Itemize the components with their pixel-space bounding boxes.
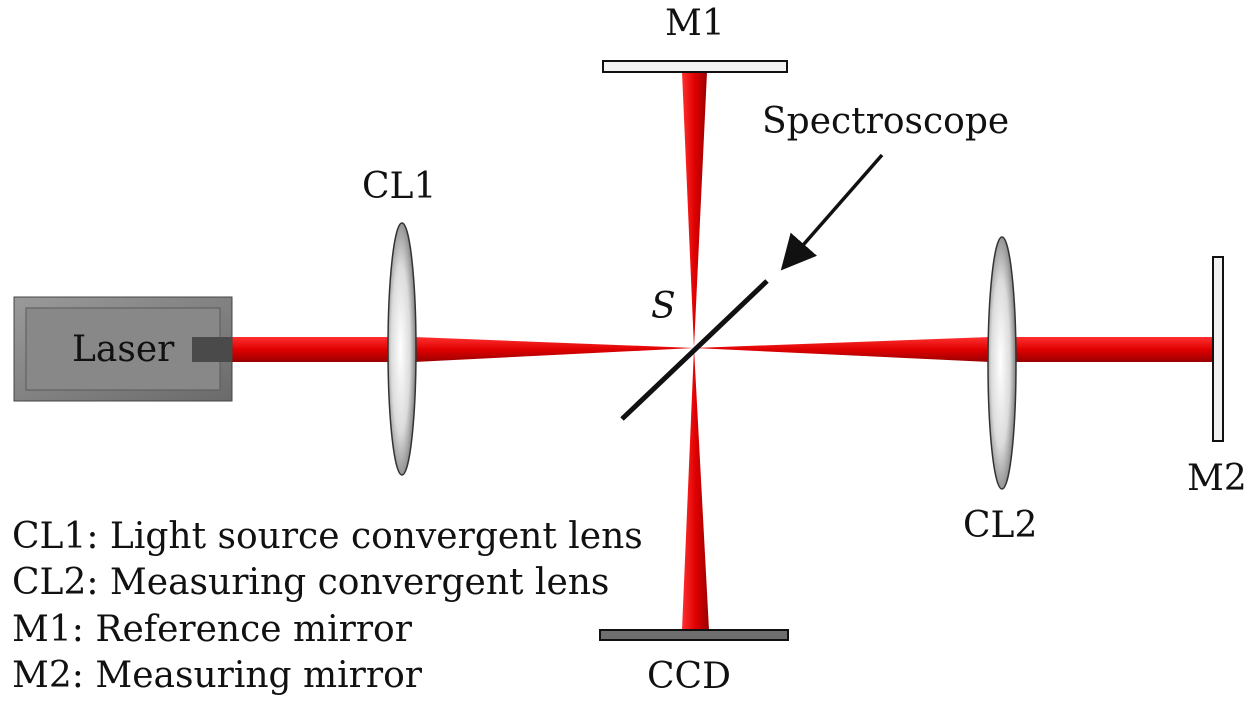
beam-laser-to-cl1 bbox=[232, 337, 392, 362]
mirror-m1-shape bbox=[602, 60, 788, 73]
mirror-m2: M2 bbox=[1187, 256, 1247, 499]
lens-cl2-label: CL2 bbox=[963, 505, 1037, 546]
lens-cl2: CL2 bbox=[963, 236, 1037, 546]
mirror-m1-label: M1 bbox=[665, 3, 725, 44]
legend-item-cl2: CL2: Measuring convergent lens bbox=[12, 562, 609, 603]
mirror-m2-label: M2 bbox=[1187, 458, 1247, 499]
laser-source: Laser bbox=[13, 296, 233, 402]
beam-focus-to-cl2 bbox=[694, 337, 990, 362]
beam-cl2-to-m2 bbox=[1014, 337, 1214, 362]
ccd-detector: CCD bbox=[599, 629, 789, 697]
laser-bevel bbox=[25, 307, 221, 391]
beam-splitter: S Spectroscope bbox=[620, 101, 1009, 421]
beam-focus-to-ccd bbox=[682, 348, 709, 630]
spectroscope-label: Spectroscope bbox=[762, 101, 1009, 142]
lens-cl1-label: CL1 bbox=[362, 166, 436, 207]
legend-item-m1: M1: Reference mirror bbox=[12, 609, 413, 650]
legend-item-cl1: CL1: Light source convergent lens bbox=[12, 516, 643, 557]
legend-item-m2: M2: Measuring mirror bbox=[12, 655, 423, 696]
mirror-m1: M1 bbox=[602, 3, 788, 73]
laser-label: Laser bbox=[72, 329, 175, 370]
ccd-label: CCD bbox=[647, 656, 731, 697]
mirror-m2-shape bbox=[1212, 256, 1224, 442]
laser-aperture bbox=[192, 337, 232, 362]
laser-beam-group bbox=[232, 72, 1214, 630]
ccd-detector-shape bbox=[599, 629, 789, 641]
legend: CL1: Light source convergent lens CL2: M… bbox=[12, 516, 643, 696]
lens-cl1-shape bbox=[387, 222, 417, 476]
beam-focus-to-m1 bbox=[682, 72, 707, 348]
spectroscope-arrow bbox=[780, 153, 884, 271]
beam-cl1-to-focus bbox=[414, 337, 694, 362]
splitter-point-label: S bbox=[651, 286, 676, 327]
lens-cl1: CL1 bbox=[362, 166, 436, 476]
lens-cl2-shape bbox=[987, 236, 1017, 490]
beam-splitter-plate bbox=[620, 279, 769, 421]
